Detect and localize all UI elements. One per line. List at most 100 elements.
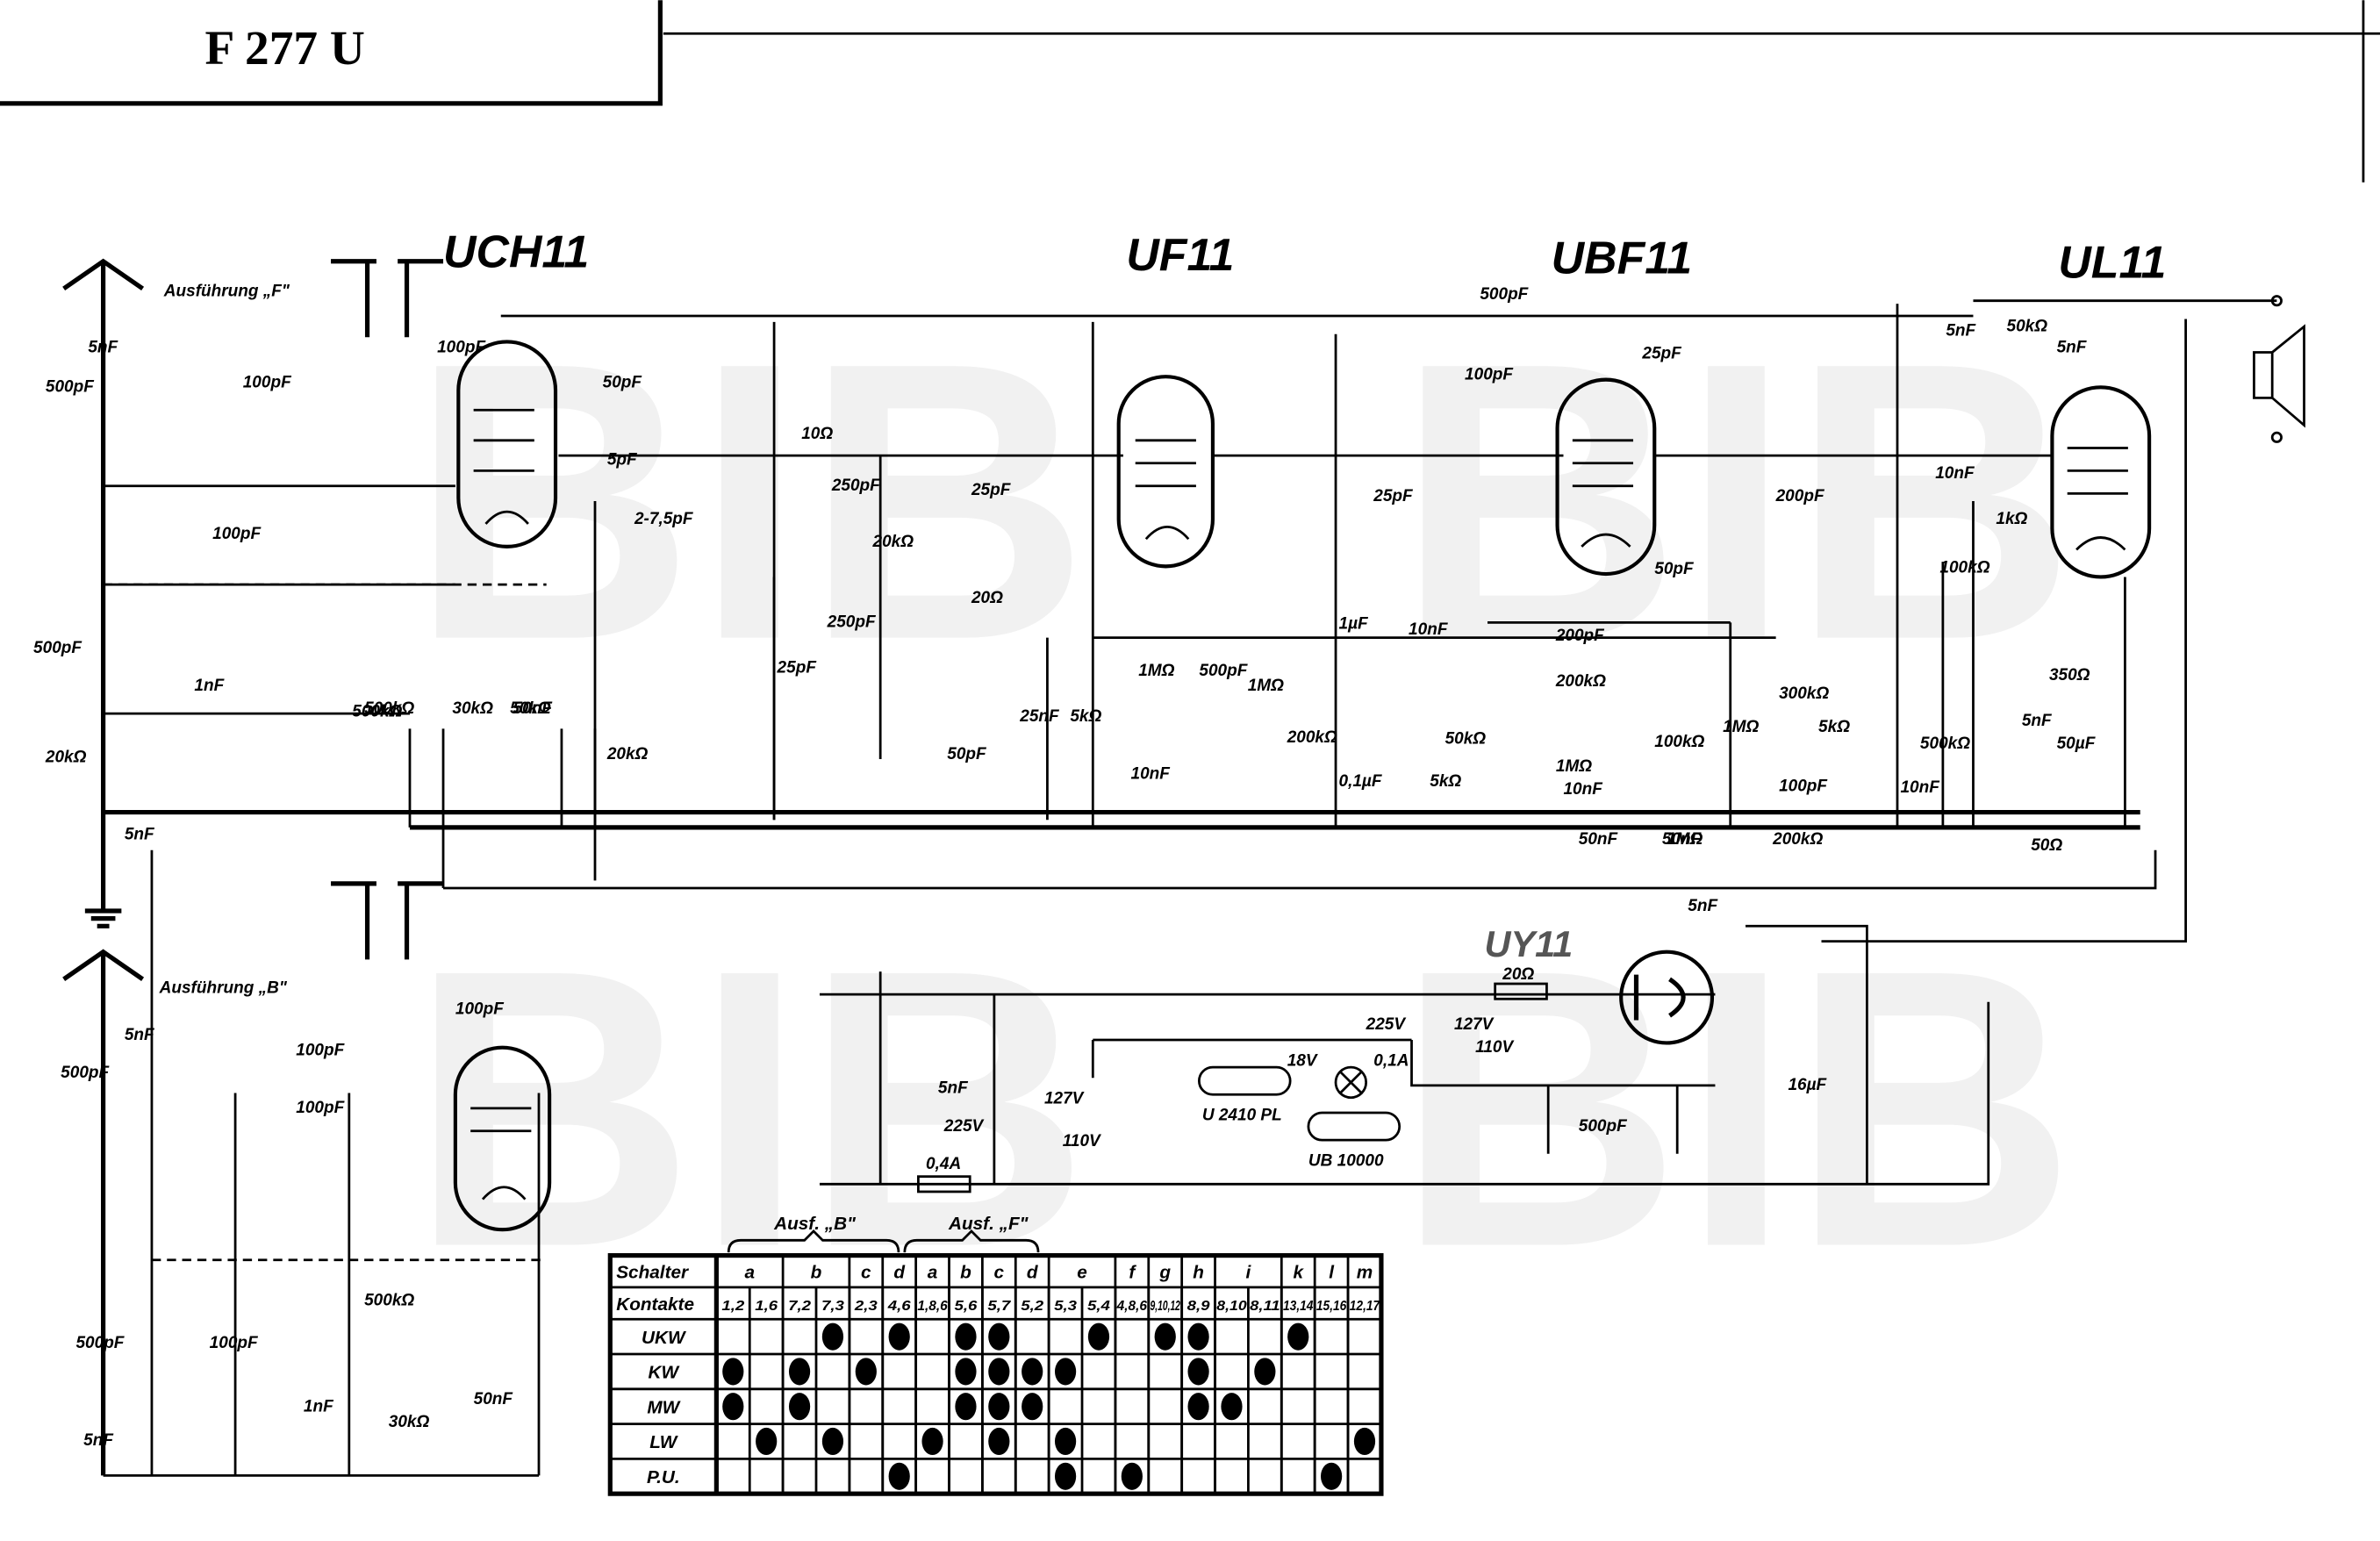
contact-closed-dot — [1353, 1427, 1376, 1456]
contact-label: 8,11 — [1250, 1299, 1280, 1314]
contact-label: 1,2 — [721, 1299, 744, 1314]
contact-closed-dot — [1054, 1427, 1077, 1456]
switch-name: h — [1193, 1263, 1204, 1283]
contact-label: 8,9 — [1187, 1299, 1210, 1314]
component-label: 50nF — [474, 1390, 514, 1408]
resistor-20ohm — [1494, 982, 1548, 1000]
contact-closed-dot — [1022, 1393, 1043, 1421]
component-label: 1MΩ — [1723, 718, 1759, 736]
component-label: 1nF — [194, 677, 225, 695]
component-label: 50µF — [2057, 735, 2097, 753]
component-label: 200kΩ — [1772, 830, 1823, 849]
component-label: 1µF — [1339, 614, 1370, 633]
variant-b-label: Ausführung „B" — [159, 978, 288, 997]
component-label: 20Ω — [971, 589, 1003, 607]
contact-closed-dot — [788, 1358, 811, 1386]
component-label: 500kΩ — [1920, 735, 1970, 753]
component-label: 20kΩ — [606, 745, 649, 763]
contact-label: 8,10 — [1216, 1299, 1247, 1314]
component-label: 20kΩ — [45, 748, 87, 766]
switch-name: d — [893, 1263, 906, 1283]
contact-label: 5,3 — [1054, 1299, 1077, 1314]
antenna-icon — [62, 949, 145, 1476]
component-label: 5nF — [125, 1026, 155, 1044]
power-component-label: 18V — [1287, 1051, 1319, 1070]
contact-closed-dot — [988, 1427, 1010, 1456]
contact-closed-dot — [788, 1393, 811, 1421]
contact-closed-dot — [888, 1462, 910, 1490]
wiring — [103, 299, 2277, 1477]
contact-closed-dot — [1287, 1322, 1309, 1351]
power-component-label: 225V — [1366, 1015, 1408, 1034]
component-label: 100pF — [296, 1041, 345, 1059]
component-label: 1MΩ — [1667, 830, 1703, 849]
contact-closed-dot — [1154, 1322, 1176, 1351]
component-label: 10Ω — [801, 425, 833, 443]
power-component-label: 20Ω — [1502, 965, 1534, 984]
component-label: 5nF — [2022, 712, 2053, 730]
switch-name: f — [1129, 1263, 1136, 1283]
tube-uch11 — [456, 340, 558, 548]
power-component-label: 5nF — [938, 1079, 969, 1098]
component-label: 1nF — [304, 1398, 334, 1416]
switch-name: a — [744, 1263, 755, 1283]
component-label: 1MΩ — [1138, 662, 1174, 680]
contact-closed-dot — [1187, 1393, 1209, 1421]
page-title: F 277 U — [204, 21, 364, 75]
component-label: 100pF — [1465, 366, 1514, 384]
component-label: 100pF — [243, 373, 292, 391]
contact-closed-dot — [1054, 1462, 1077, 1490]
contact-label: 4,6 — [887, 1299, 912, 1314]
contact-closed-dot — [888, 1322, 910, 1351]
switch-name: m — [1357, 1263, 1373, 1283]
contact-closed-dot — [821, 1427, 844, 1456]
contact-label: 12,17 — [1350, 1299, 1381, 1314]
power-component-label: 0,4A — [926, 1155, 961, 1173]
component-label: 2-7,5pF — [634, 510, 694, 528]
component-label: 50pF — [603, 373, 643, 391]
contact-closed-dot — [1121, 1462, 1143, 1490]
component-label: 10nF — [1563, 780, 1603, 799]
watermark: BIB — [410, 282, 1089, 722]
contact-label: 9,10,12 — [1151, 1299, 1181, 1314]
component-label: 0,1µF — [1339, 772, 1383, 791]
contact-closed-dot — [722, 1358, 744, 1386]
component-label: 25pF — [1641, 344, 1682, 362]
contact-closed-dot — [1254, 1358, 1276, 1386]
component-label: 100pF — [212, 525, 262, 543]
contact-label: 15,16 — [1316, 1299, 1347, 1314]
power-component-label: 127V — [1454, 1015, 1495, 1034]
component-label: 100pF — [296, 1099, 345, 1117]
switch-name: e — [1077, 1263, 1087, 1283]
component-label: 10nF — [1131, 765, 1172, 784]
component-label: 5nF — [88, 338, 118, 356]
contact-closed-dot — [1087, 1322, 1110, 1351]
power-component-label: 0,1A — [1373, 1051, 1409, 1070]
switch-name: l — [1329, 1263, 1335, 1283]
power-component-label: 110V — [1475, 1038, 1515, 1057]
component-label: 10nF — [1935, 464, 1975, 483]
component-label: 25pF — [777, 658, 818, 677]
component-label: 250pF — [831, 477, 881, 495]
component-label: 200kΩ — [1555, 672, 1606, 691]
antenna-icon — [62, 258, 145, 928]
tube-uf11 — [1116, 375, 1215, 569]
component-label: 500pF — [1480, 285, 1529, 304]
component-label: 5nF — [2057, 338, 2088, 356]
tube-label-ubf11: UBF11 — [1552, 233, 1692, 283]
component-label: 25pF — [971, 481, 1012, 499]
component-label: 25pF — [1373, 487, 1414, 505]
table-row-label: UKW — [642, 1328, 687, 1348]
component-label: 30kΩ — [452, 699, 493, 718]
variant-f-label: Ausführung „F" — [163, 283, 290, 301]
table-border — [607, 1253, 1384, 1496]
power-component-label: 127V — [1044, 1090, 1086, 1108]
contact-label: 7,3 — [821, 1299, 844, 1314]
component-label: 30kΩ — [389, 1413, 430, 1431]
contact-label: 2,3 — [854, 1299, 878, 1314]
component-label: 5nF — [1946, 321, 1976, 340]
component-label: 1kΩ — [1996, 510, 2027, 528]
